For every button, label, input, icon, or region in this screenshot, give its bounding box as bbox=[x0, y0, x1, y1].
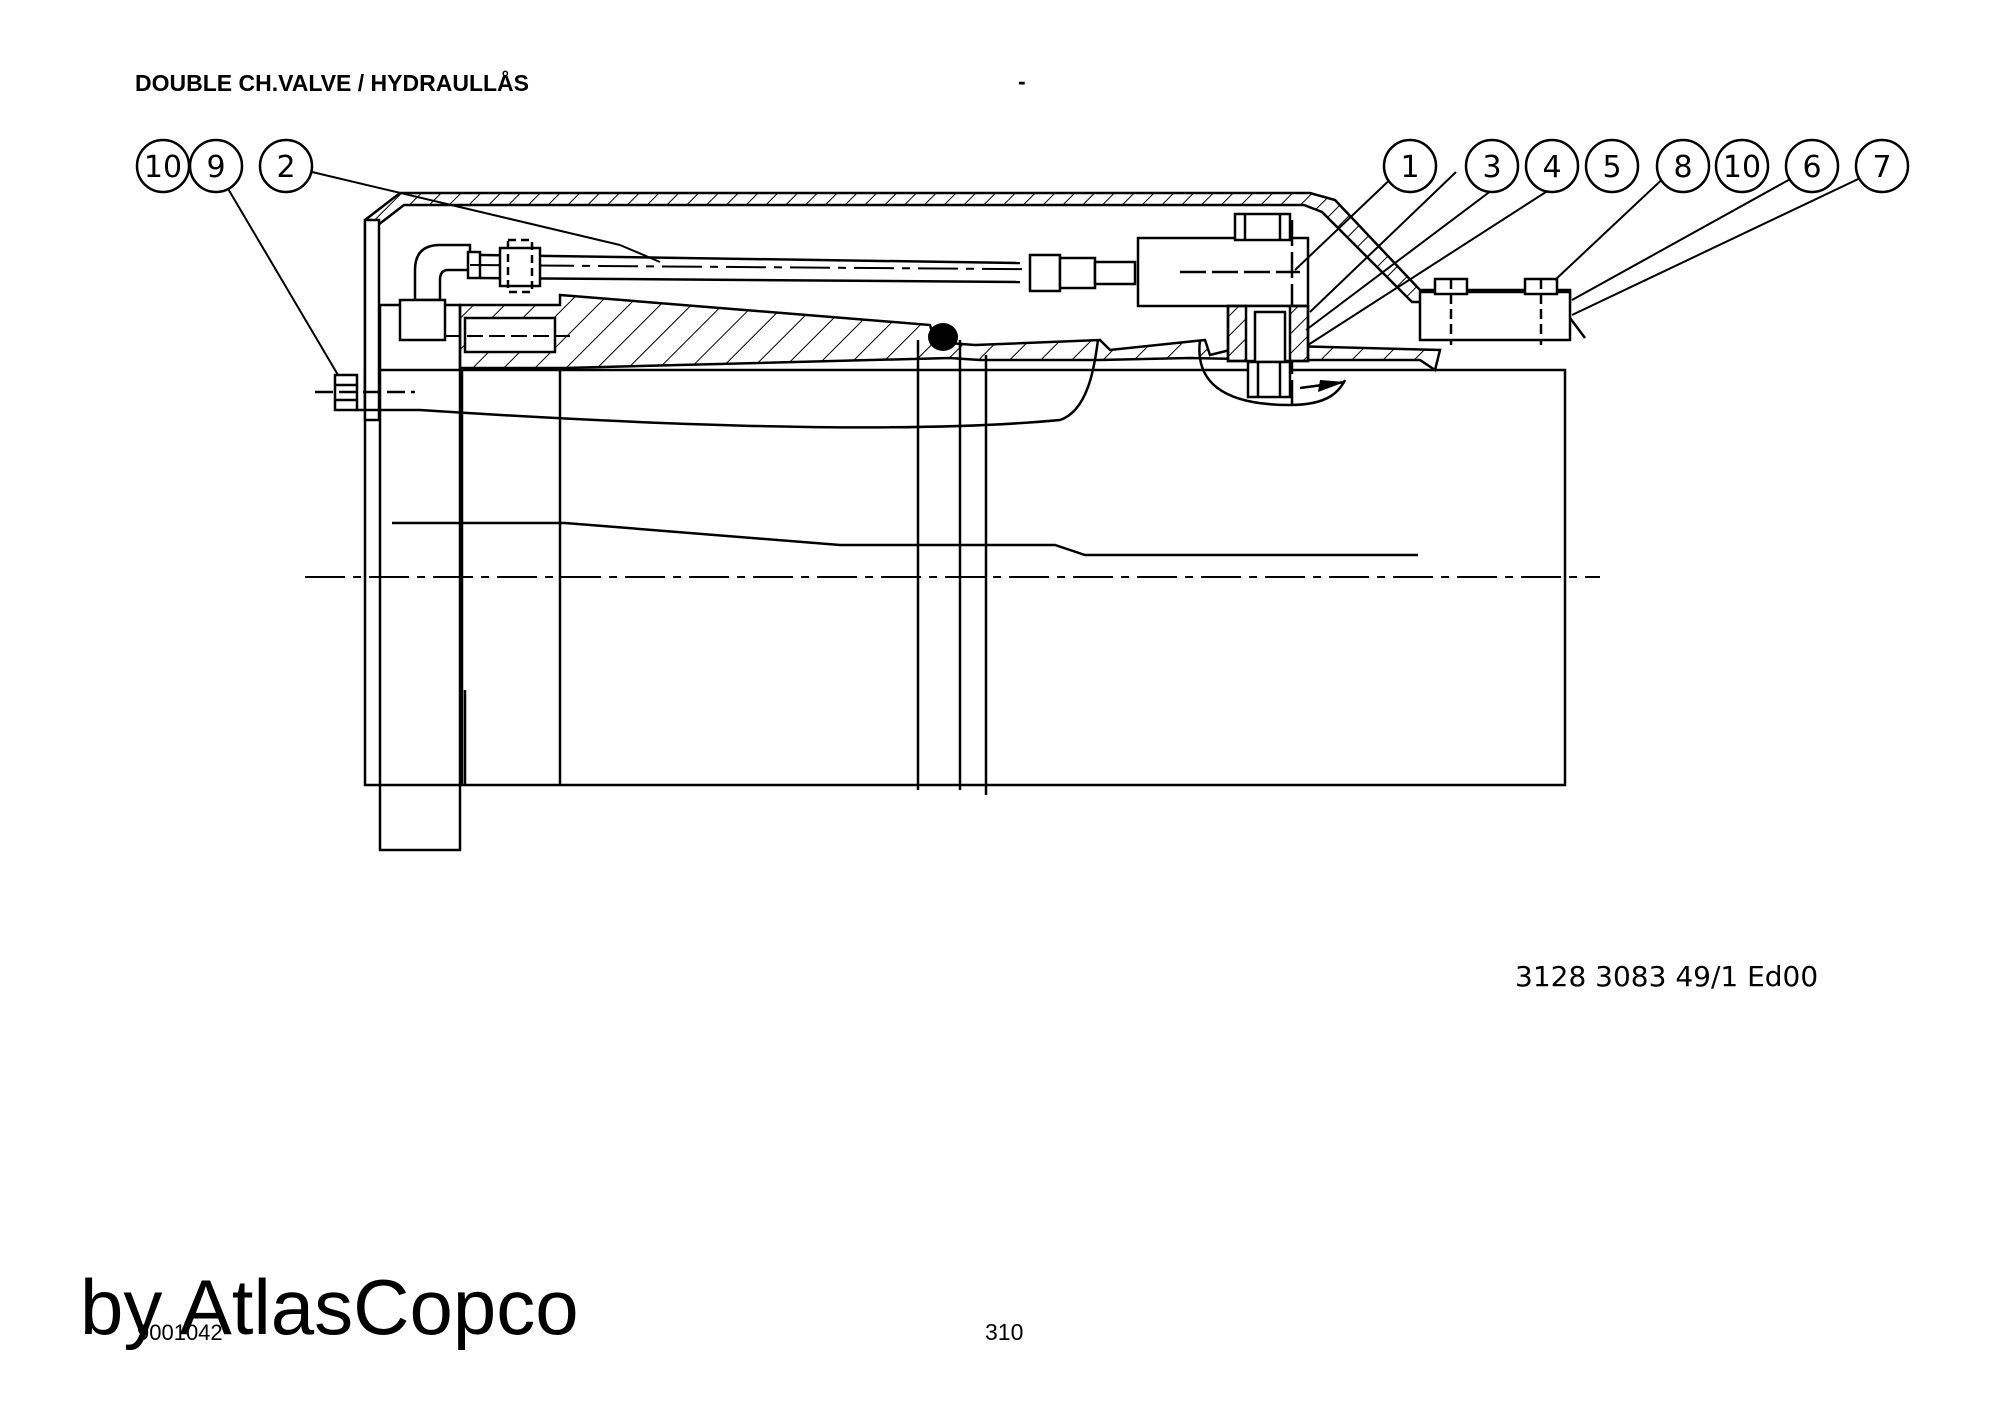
title-dash: - bbox=[1018, 68, 1026, 94]
left-bolt bbox=[315, 373, 415, 412]
cover-bracket bbox=[363, 218, 381, 422]
callout-label: 5 bbox=[1602, 150, 1621, 185]
callout-bubble bbox=[1382, 138, 1438, 194]
watermark-text: by AtlasCopco bbox=[80, 1263, 579, 1351]
callout-label: 7 bbox=[1872, 150, 1891, 185]
page-number: 310 bbox=[985, 1319, 1024, 1345]
callout-label: 3 bbox=[1482, 150, 1501, 185]
drawing-title: DOUBLE CH.VALVE / HYDRAULLÅS bbox=[135, 70, 529, 96]
callout-bubble bbox=[1584, 138, 1640, 194]
callout-label: 8 bbox=[1673, 150, 1692, 185]
callout-bubble bbox=[1854, 138, 1910, 194]
drawing-number: 3128 3083 49/1 Ed00 bbox=[1515, 960, 1819, 993]
cylinder-body bbox=[363, 368, 1567, 787]
callout-bubble bbox=[1714, 138, 1770, 194]
seal-ring bbox=[928, 323, 958, 351]
callout-label: 2 bbox=[276, 150, 295, 185]
leader-lines bbox=[226, 171, 1874, 376]
callout-bubble bbox=[1784, 138, 1840, 194]
check-valve bbox=[1136, 212, 1347, 410]
callout-label: 10 bbox=[1723, 150, 1761, 185]
clamp-block bbox=[1418, 277, 1586, 345]
callout-bubble bbox=[188, 138, 244, 194]
callout-bubble bbox=[1655, 138, 1711, 194]
callout-label: 6 bbox=[1802, 150, 1821, 185]
callout-label: 4 bbox=[1542, 150, 1561, 185]
callout-label: 1 bbox=[1400, 150, 1419, 185]
elbow-fitting bbox=[398, 243, 482, 342]
hydraulic-pipe bbox=[469, 238, 1137, 294]
callout-bubble bbox=[1464, 138, 1520, 194]
figure-code: 9001042 bbox=[137, 1320, 223, 1345]
callout-bubble bbox=[258, 138, 314, 194]
hatched-cover bbox=[363, 191, 1572, 412]
callout-label: 10 bbox=[144, 150, 182, 185]
callout-label: 9 bbox=[206, 150, 225, 185]
callout-bubble bbox=[1524, 138, 1580, 194]
